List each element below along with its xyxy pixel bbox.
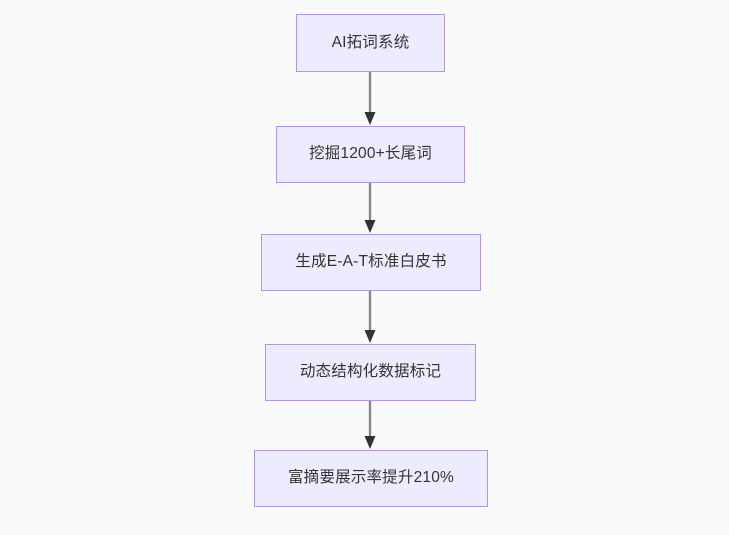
edge-n1-n2 [363, 72, 377, 126]
flowchart-node-n4[interactable]: 动态结构化数据标记 [265, 344, 476, 401]
flowchart-node-n2[interactable]: 挖掘1200+长尾词 [276, 126, 465, 183]
flowchart-node-label: 生成E-A-T标准白皮书 [295, 253, 447, 271]
edge-n2-n3 [363, 183, 377, 234]
edge-n3-n4 [363, 291, 377, 344]
flowchart-node-n3[interactable]: 生成E-A-T标准白皮书 [261, 234, 481, 291]
edge-n4-n5 [363, 401, 377, 450]
flowchart-node-label: AI拓词系统 [331, 33, 410, 51]
flowchart-node-label: 挖掘1200+长尾词 [308, 145, 433, 163]
flowchart-node-label: 动态结构化数据标记 [299, 363, 442, 381]
flowchart-node-label: 富摘要展示率提升210% [287, 469, 455, 487]
flowchart-node-n5[interactable]: 富摘要展示率提升210% [254, 450, 488, 507]
flowchart-node-n1[interactable]: AI拓词系统 [296, 14, 445, 72]
